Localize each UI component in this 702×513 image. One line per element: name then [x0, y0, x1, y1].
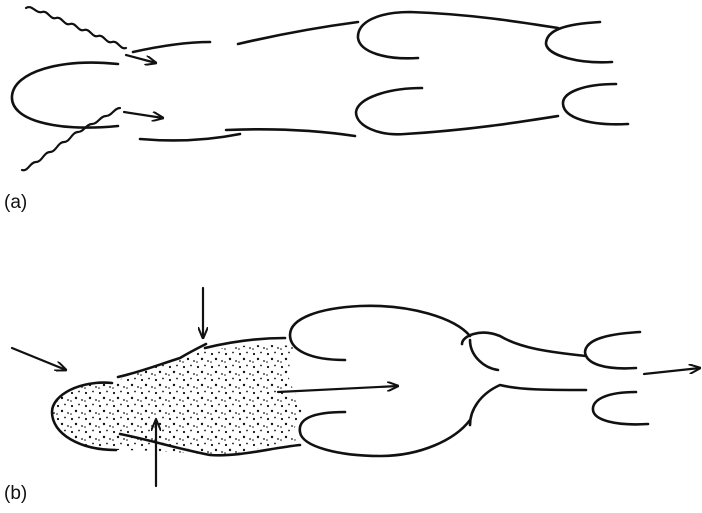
panel-b-second-chamber-bottom [470, 385, 586, 425]
panel-a-chamber-top [358, 12, 558, 58]
panel-b-arrow-right [644, 368, 700, 374]
panel-a-chamber-bottom [356, 88, 558, 134]
panel-a-diagram [12, 7, 628, 170]
panel-a-upper-wall [133, 42, 210, 52]
panel-b-diagram [12, 288, 700, 486]
panel-a-lower-wall [140, 134, 240, 140]
panel-b-stippled-region [52, 345, 305, 455]
panel-a-wavy-arrow-bottom [22, 108, 120, 170]
panel-b-arrow-left [12, 348, 66, 370]
panel-b-arrow-interior [278, 386, 398, 392]
panel-b-chamber-bottom [300, 412, 470, 456]
panel-b-second-chamber-mid [470, 340, 498, 370]
panel-a-lower-wall-2 [226, 129, 355, 136]
panel-a-right-lobe-bottom [563, 84, 628, 124]
panel-b-right-lobe-top [585, 332, 640, 368]
panel-a-upper-wall-2 [238, 22, 358, 44]
panel-label-b: (b) [4, 484, 27, 503]
panel-a-arrow-upper [126, 55, 156, 63]
panel-b-right-lobe-bottom [593, 392, 648, 424]
panel-label-a: (a) [4, 193, 27, 212]
panel-a-arrow-lower [124, 112, 163, 118]
panel-b-second-chamber-top [462, 333, 586, 356]
panel-a-wavy-arrow-top [26, 7, 126, 48]
panel-b-chamber-top [290, 306, 470, 360]
